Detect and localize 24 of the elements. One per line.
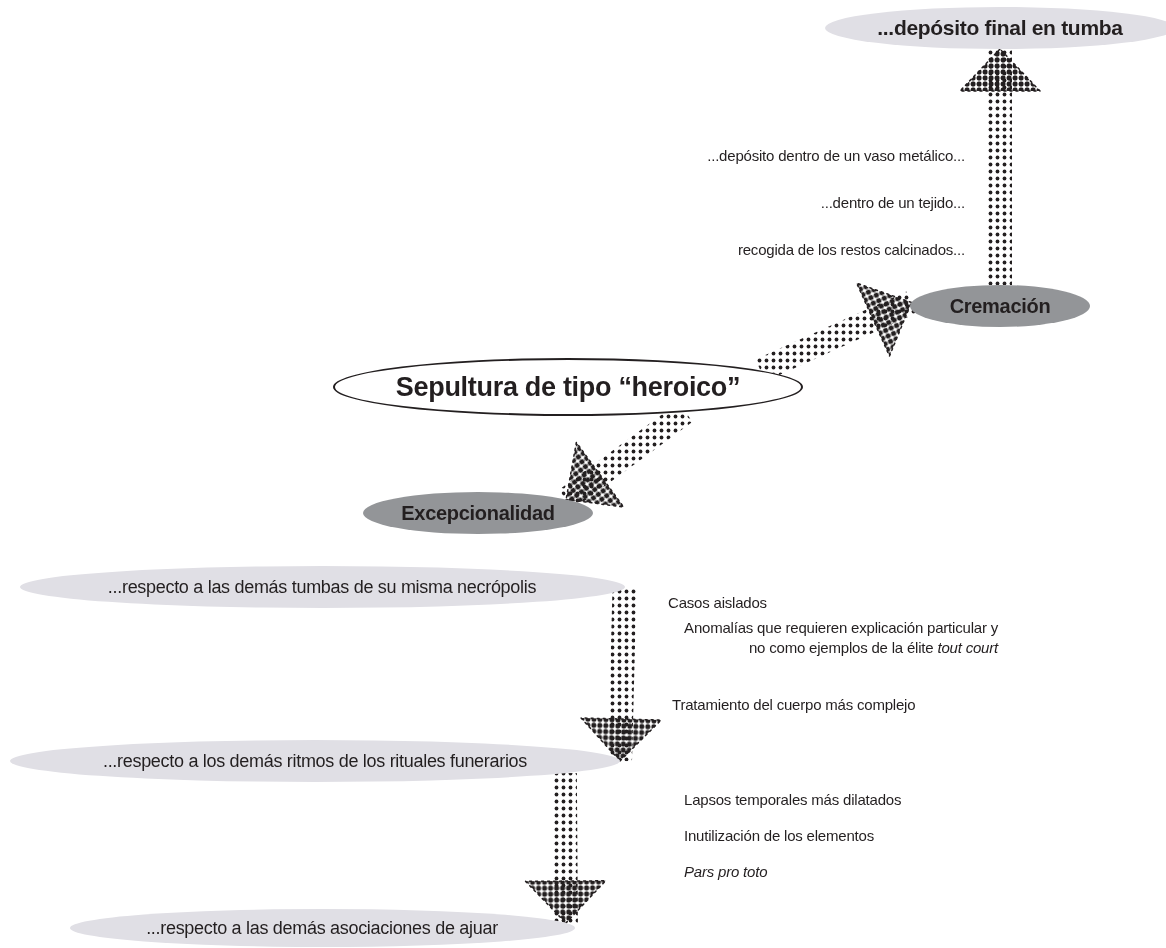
ellipse-node: [825, 7, 1166, 49]
ellipse-node: [10, 740, 620, 782]
node-label: ...depósito final en tumba: [877, 16, 1123, 40]
ellipse-node: [910, 285, 1090, 327]
annotation-text: Casos aislados: [668, 593, 768, 613]
node-label: Sepultura de tipo “heroico”: [395, 371, 741, 403]
node-label: ...respecto a las demás asociaciones de ajuar: [146, 917, 498, 939]
dotted-arrow: [524, 772, 607, 924]
annotation-text: Pars pro toto: [684, 862, 769, 882]
dotted-arrow: [580, 586, 662, 762]
node-label: ...respecto a los demás ritmos de los rituales funerarios: [102, 750, 528, 772]
annotation-text: ...depósito dentro de un vaso metálico...: [706, 146, 965, 166]
annotation-text: Tratamiento del cuerpo más complejo: [672, 695, 917, 715]
node-label: Cremación: [949, 294, 1051, 318]
node-label: Excepcionalidad: [401, 501, 555, 525]
annotation-text: Lapsos temporales más dilatados: [684, 790, 903, 810]
annotation-text: Anomalías que requieren explicación particular y no como ejemplos de la élite tout court: [683, 618, 998, 658]
annotation-text: Inutilización de los elementos: [684, 826, 875, 846]
dotted-arrow: [959, 48, 1041, 285]
annotation-text: ...dentro de un tejido...: [819, 193, 965, 213]
ellipse-node: [363, 492, 593, 534]
annotation-text: recogida de los restos calcinados...: [736, 240, 965, 260]
ellipse-node: [69, 909, 575, 947]
node-label: ...respecto a las demás tumbas de su misma necrópolis: [107, 576, 537, 598]
